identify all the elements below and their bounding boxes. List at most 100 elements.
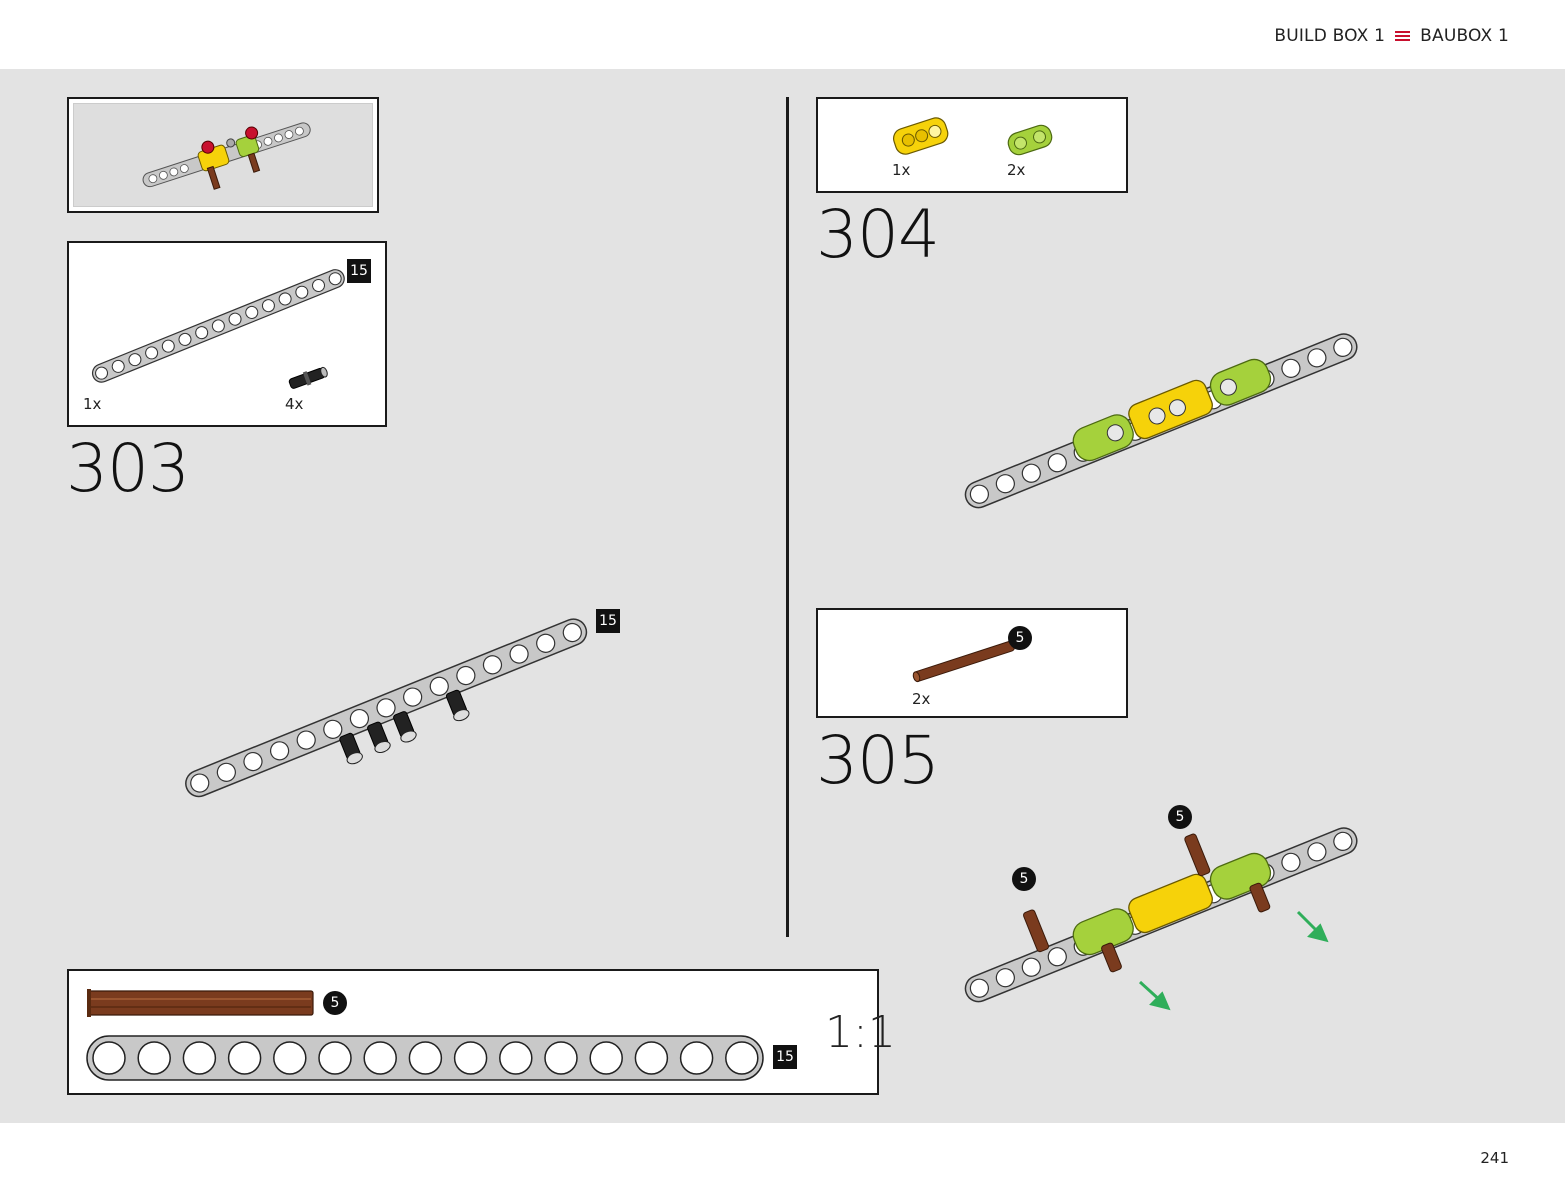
axle-length-badge: 5 [1012,867,1036,891]
scale-reference-box: 5 15 1:1 [67,969,896,1095]
beam-hole [312,278,326,292]
beam-hole [1307,348,1327,368]
beam-hole [1333,337,1353,357]
header-title-de: BAUBOX 1 [1420,26,1509,46]
beam-hole [1333,831,1353,851]
beam-hole [273,1041,307,1075]
beam-hole [634,1041,669,1075]
beam-hole [1281,358,1301,378]
part-qty: 1x [83,395,102,413]
beam-hole [403,687,423,707]
part-qty: 2x [1007,161,1026,179]
beam-hole [278,292,292,306]
axle-pin-connector-lime-part [1007,124,1053,156]
step-304-parts-box: 1x 2x [816,97,1128,193]
beam-hole [137,1041,171,1075]
step-number: 304 [816,196,940,273]
beam-hole [349,708,370,729]
beam-hole [296,730,316,750]
beam-length-badge: 15 [773,1045,797,1069]
beam-hole [182,1041,217,1075]
beam-hole [363,1041,397,1075]
menu-lines-icon [1395,31,1411,41]
beam-hole [995,968,1015,988]
step-305-assembly [964,827,1358,1011]
beam-hole [1047,453,1067,473]
beam-hole [295,285,309,299]
step-number: 303 [66,430,190,507]
axle-length-badge: 5 [1168,805,1192,829]
beam-hole [969,978,989,998]
beam-length-badge: 15 [347,259,371,283]
beam-hole [228,312,242,326]
beam-15-scale-part [86,1035,764,1081]
beam-hole [318,1041,352,1075]
step-number: 305 [816,722,940,799]
part-qty: 1x [892,161,911,179]
step-305-parts-box: 5 2x [816,608,1128,718]
beam-hole [544,1041,578,1075]
beam-hole [536,633,556,653]
beam-hole [725,1041,759,1075]
beam-hole [211,319,225,333]
submodel-preview-image [142,122,311,190]
insert-arrow-icon [1138,910,1329,1011]
beam-hole [145,346,159,360]
step-303-assembly [185,618,588,798]
beam-hole [161,339,175,353]
beam-hole [195,326,209,340]
beam-hole [243,751,263,772]
beam-hole [269,741,290,761]
beam-hole [178,332,192,346]
beam-hole [408,1041,443,1075]
header-title-en: BUILD BOX 1 [1274,26,1386,46]
beam-hole [562,622,582,643]
beam-hole [245,305,259,319]
submodel-preview-box [67,97,379,213]
step-304-assembly [964,333,1358,509]
beam-hole [1281,852,1301,872]
beam-length-badge: 15 [596,609,620,633]
beam-hole [128,353,142,367]
part-qty: 4x [285,395,304,413]
part-qty: 2x [912,690,931,708]
page-header: BUILD BOX 1 BAUBOX 1 [0,0,1565,69]
column-divider [786,97,789,937]
beam-hole [95,366,109,380]
beam-hole [216,762,236,782]
beam-hole [261,299,275,313]
beam-hole [509,644,529,664]
scale-label: 1:1 [825,1007,896,1058]
beam-hole [323,719,343,739]
page-number: 241 [1480,1149,1509,1167]
beam-hole [679,1041,714,1075]
beam-hole [969,484,989,504]
beam-hole [499,1041,533,1075]
technic-beam-15-part [91,269,345,383]
beam-hole [589,1041,623,1075]
beam-hole [1021,463,1041,483]
beam-hole [1021,957,1041,977]
beam-hole [1307,842,1327,862]
beam-hole [429,676,449,696]
axle-length-badge: 5 [323,991,347,1015]
beam-hole [227,1041,262,1075]
axle-5-brown-part [912,640,1015,683]
beam-hole [453,1041,488,1075]
beam-hole [995,474,1015,494]
beam-hole [482,655,503,675]
beam-hole [190,773,210,793]
beam-hole [376,698,396,718]
page-footer: 241 [0,1123,1565,1191]
pin-black-part [288,366,328,389]
axle-pin-connector-yellow-part [892,117,949,155]
axle-5-scale-part [87,989,314,1017]
build-box-title: BUILD BOX 1 BAUBOX 1 [1274,26,1509,46]
axle-length-badge: 5 [1008,626,1032,650]
beam-hole [111,359,125,373]
beam-hole [1047,947,1067,967]
beam-hole [328,272,342,286]
step-303-parts-box: 15 1x 4x [67,241,387,427]
beam-hole [456,665,476,686]
beam-hole [92,1041,126,1075]
